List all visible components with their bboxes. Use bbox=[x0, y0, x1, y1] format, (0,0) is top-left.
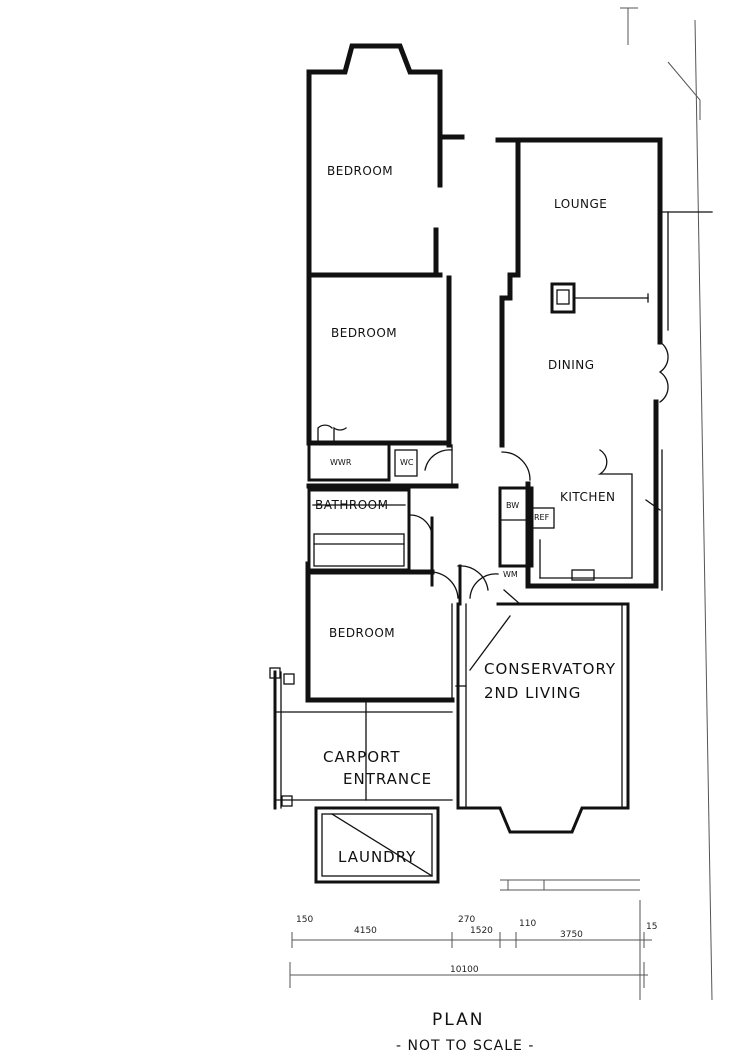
bathroom-label: BATHROOM bbox=[315, 498, 388, 512]
carport-walls bbox=[269, 667, 453, 810]
bedroom-2-label: BEDROOM bbox=[331, 326, 397, 340]
carport-label: CARPORT bbox=[323, 748, 401, 766]
bedroom-1-walls bbox=[306, 43, 465, 278]
deck-lines bbox=[500, 879, 640, 891]
entrance-label: ENTRANCE bbox=[343, 770, 432, 788]
dining-label: DINING bbox=[548, 358, 595, 372]
wm-label: WM bbox=[503, 570, 518, 579]
lounge-label: LOUNGE bbox=[554, 197, 607, 211]
dim-15: 15 bbox=[646, 922, 657, 932]
site-boundary bbox=[620, 7, 713, 1001]
dim-total: 10100 bbox=[450, 965, 479, 975]
bw-label: BW bbox=[506, 501, 519, 510]
lounge-dining-walls bbox=[495, 137, 713, 453]
plan-title: PLAN bbox=[432, 1010, 484, 1030]
bedroom-2-walls bbox=[306, 272, 452, 448]
dim-110: 110 bbox=[519, 919, 536, 929]
kitchen-label: KITCHEN bbox=[560, 490, 616, 504]
bedroom-1-label: BEDROOM bbox=[327, 164, 393, 178]
hall-doors bbox=[457, 564, 630, 606]
wwr-label: WWR bbox=[330, 458, 352, 467]
plan-subtitle: - NOT TO SCALE - bbox=[396, 1038, 534, 1054]
dimension-lines bbox=[289, 900, 652, 1000]
wc-label: WC bbox=[400, 458, 414, 467]
conservatory-walls bbox=[455, 602, 630, 834]
bedroom-3-label: BEDROOM bbox=[329, 626, 395, 640]
dim-3750: 3750 bbox=[560, 930, 583, 940]
second-living-label: 2ND LIVING bbox=[484, 684, 581, 702]
dim-1520: 1520 bbox=[470, 926, 493, 936]
conservatory-label: CONSERVATORY bbox=[484, 660, 616, 678]
hall-walls bbox=[306, 441, 459, 489]
bedroom-3-walls bbox=[305, 561, 459, 703]
laundry-label: LAUNDRY bbox=[338, 848, 416, 866]
dim-4150: 4150 bbox=[354, 926, 377, 936]
ref-label: REF bbox=[534, 513, 550, 522]
dim-150: 150 bbox=[296, 915, 313, 925]
laundry-walls bbox=[314, 806, 440, 884]
dim-270: 270 bbox=[458, 915, 475, 925]
fireplace bbox=[550, 282, 649, 314]
kitchen-walls bbox=[498, 447, 663, 591]
